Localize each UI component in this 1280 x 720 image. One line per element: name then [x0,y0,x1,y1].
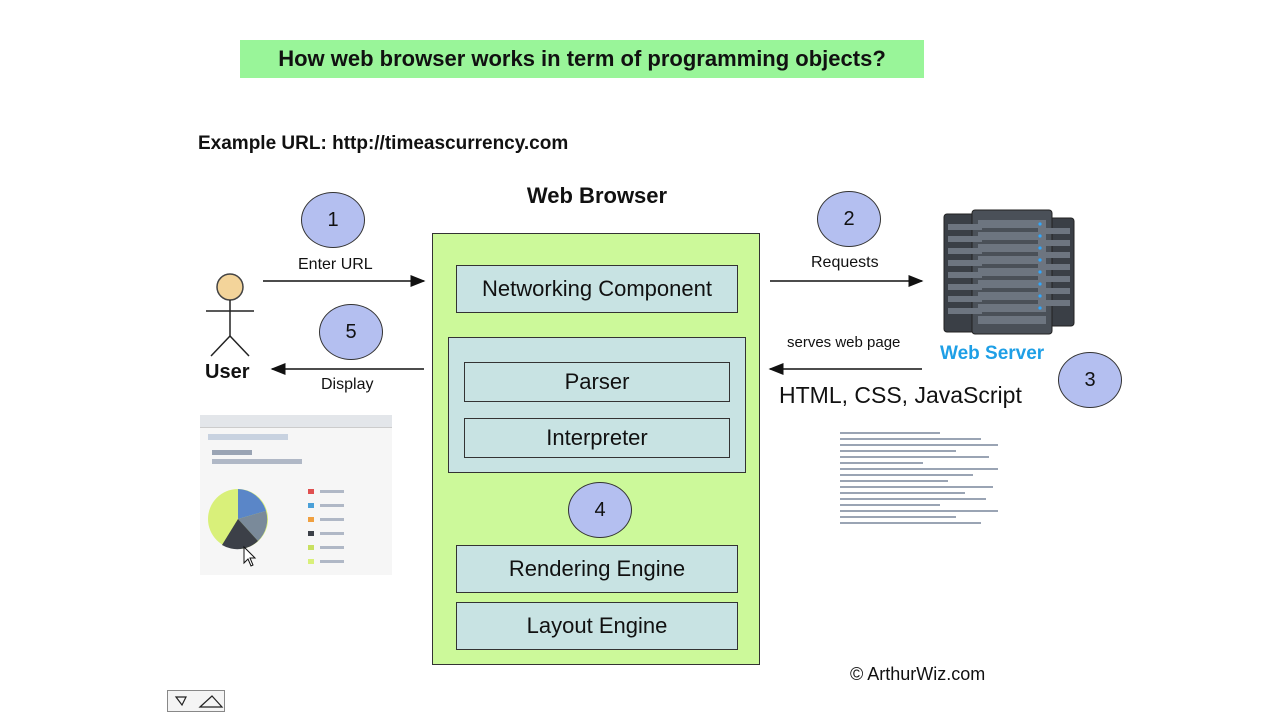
slide-control-button[interactable] [167,690,225,712]
step-2-number: 2 [843,207,855,230]
parser-label: Parser [564,369,630,394]
networking-component-label: Networking Component [482,276,712,301]
example-url: Example URL: http://timeascurrency.com [198,133,569,154]
step-1-number: 1 [327,208,339,231]
source-code-thumbnail [840,428,1006,552]
interpreter-label: Interpreter [546,425,648,450]
rendering-engine-label: Rendering Engine [508,556,686,581]
step-4-number: 4 [594,498,606,521]
layout-engine: Layout Engine [456,602,738,650]
step-5-number: 5 [345,320,357,343]
rendered-page-thumbnail [200,415,392,575]
step-1-circle: 1 [301,192,365,248]
serves-web-page-label: serves web page [787,334,901,351]
enter-url-label: Enter URL [298,256,373,273]
step-5-circle: 5 [319,304,383,360]
page-title: How web browser works in term of program… [278,46,886,71]
user-label: User [205,361,250,383]
display-label: Display [321,376,374,393]
step-3-circle: 3 [1058,352,1122,408]
step-2-circle: 2 [817,191,881,247]
interpreter-component: Interpreter [464,418,730,458]
step-3-number: 3 [1084,368,1096,391]
file-types-label: HTML, CSS, JavaScript [779,382,1022,408]
step-4-circle: 4 [568,482,632,538]
server-illustration [943,209,1075,335]
networking-component: Networking Component [456,265,738,313]
pen-icon [174,695,224,708]
pie-chart-image [208,489,344,567]
copyright-notice: © ArthurWiz.com [850,664,986,684]
user-figure [206,273,254,357]
title-banner: How web browser works in term of program… [240,40,924,78]
requests-label: Requests [811,254,879,271]
browser-title: Web Browser [526,183,668,208]
web-server-label: Web Server [940,343,1045,364]
layout-engine-label: Layout Engine [526,613,668,638]
parser-component: Parser [464,362,730,402]
rendering-engine: Rendering Engine [456,545,738,593]
